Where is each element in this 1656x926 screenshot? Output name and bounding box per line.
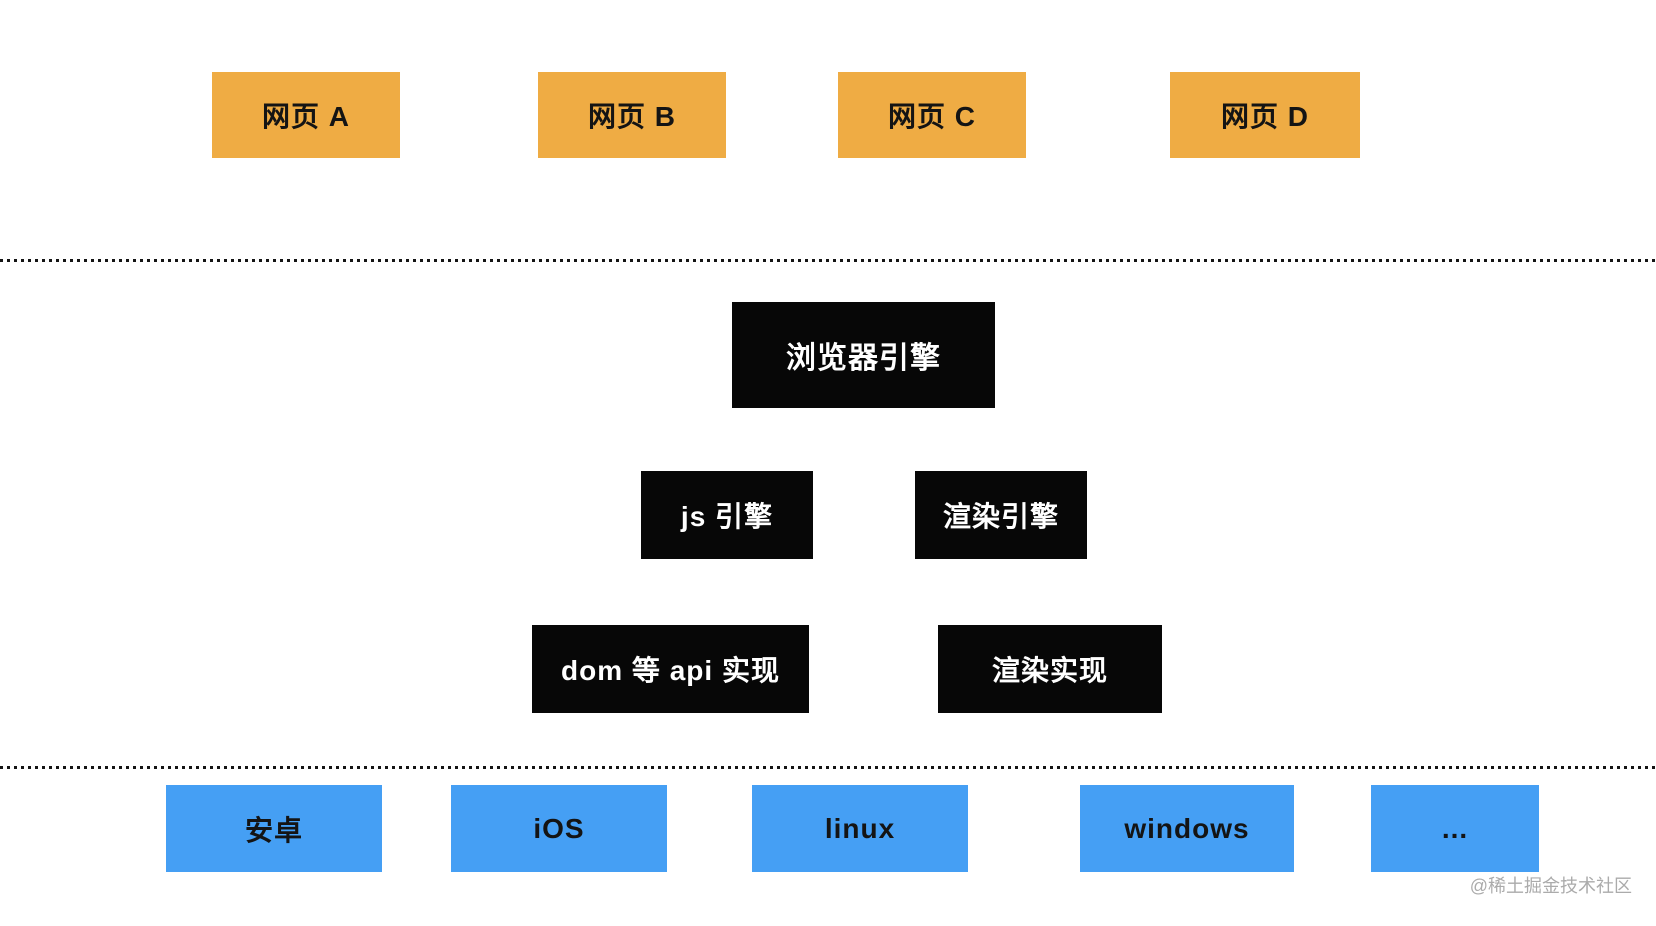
webpage-box-b: 网页 B <box>538 72 726 158</box>
webpage-box-label: 网页 B <box>587 101 676 132</box>
dotted-divider-bottom <box>0 766 1656 769</box>
dotted-divider-top <box>0 259 1656 262</box>
platform-box-label: iOS <box>533 812 585 844</box>
rendering-engine-label: 渲染引擎 <box>942 501 1059 532</box>
platform-box-label: 安卓 <box>244 814 303 846</box>
browser-engine-box: 浏览器引擎 <box>732 302 995 408</box>
js-engine-label: js 引擎 <box>680 501 774 532</box>
rendering-implementation-box: 渲染实现 <box>938 625 1162 713</box>
rendering-implementation-label: 渲染实现 <box>991 655 1108 686</box>
platform-box-label: windows <box>1124 812 1250 844</box>
webpage-box-d: 网页 D <box>1170 72 1360 158</box>
dom-api-implementation-label: dom 等 api 实现 <box>561 655 780 686</box>
js-engine-box: js 引擎 <box>641 471 813 559</box>
webpage-box-a: 网页 A <box>212 72 400 158</box>
rendering-engine-box: 渲染引擎 <box>915 471 1087 559</box>
platform-box-label: linux <box>824 812 896 844</box>
platform-box-label: ... <box>1441 812 1469 844</box>
dom-api-implementation-box: dom 等 api 实现 <box>532 625 809 713</box>
platform-box-ios: iOS <box>451 785 667 872</box>
webpage-box-label: 网页 D <box>1220 101 1309 132</box>
webpage-box-label: 网页 C <box>887 101 976 132</box>
browser-engine-label: 浏览器引擎 <box>786 342 941 375</box>
platform-box-linux: linux <box>752 785 968 872</box>
platform-box-windows: windows <box>1080 785 1294 872</box>
platform-box-more: ... <box>1371 785 1539 872</box>
platform-box-android: 安卓 <box>166 785 382 872</box>
webpage-box-c: 网页 C <box>838 72 1026 158</box>
webpage-box-label: 网页 A <box>261 101 350 132</box>
watermark: @稀土掘金技术社区 <box>1469 876 1632 896</box>
